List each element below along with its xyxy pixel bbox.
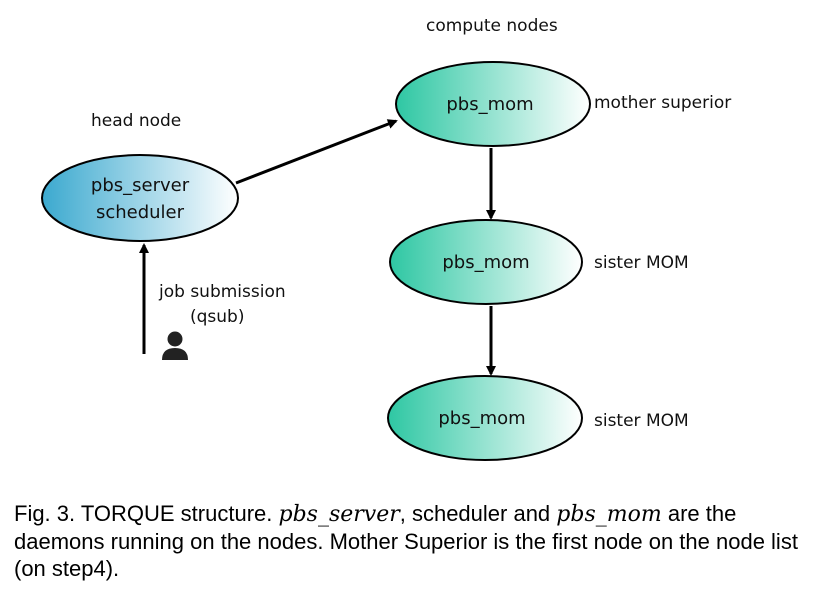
mother-superior-node: pbs_mom bbox=[395, 61, 591, 147]
sister-mom-label-2: sister MOM bbox=[594, 411, 689, 431]
caption-prefix: Fig. 3. TORQUE structure. bbox=[14, 501, 279, 526]
torque-diagram: compute nodes head node pbs_server sched… bbox=[41, 16, 731, 461]
user-icon bbox=[162, 331, 188, 360]
caption-math-pbs-mom: pbs_mom bbox=[556, 502, 662, 527]
arrow-head-to-mother-superior bbox=[235, 119, 398, 185]
caption-mid: , scheduler and bbox=[399, 501, 557, 526]
sister-mom-label-1: sister MOM bbox=[594, 253, 689, 273]
compute-nodes-label: compute nodes bbox=[426, 16, 558, 36]
caption-math-pbs-server: pbs_server bbox=[278, 502, 400, 527]
caption-suffix: are the daemons running on the nodes. Mo… bbox=[14, 501, 798, 581]
sister-mom-node-1-label: pbs_mom bbox=[442, 252, 529, 273]
job-submission-label: job submission bbox=[158, 282, 286, 302]
head-node-server-label: pbs_server bbox=[91, 175, 190, 196]
head-node: pbs_server scheduler bbox=[41, 154, 239, 242]
head-node-label: head node bbox=[91, 111, 181, 131]
sister-mom-node-2: pbs_mom bbox=[387, 375, 583, 461]
mother-superior-label: mother superior bbox=[594, 93, 731, 113]
mother-superior-node-label: pbs_mom bbox=[446, 94, 533, 115]
sister-mom-node-2-label: pbs_mom bbox=[438, 408, 525, 429]
job-submission-qsub-label: (qsub) bbox=[190, 307, 244, 327]
sister-mom-node-1: pbs_mom bbox=[389, 219, 583, 305]
head-node-scheduler-label: scheduler bbox=[96, 202, 185, 223]
figure-caption: Fig. 3. TORQUE structure. pbs_server, sc… bbox=[14, 500, 806, 582]
